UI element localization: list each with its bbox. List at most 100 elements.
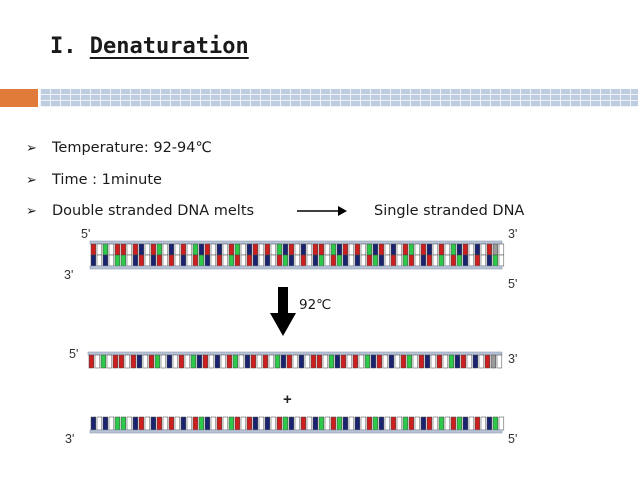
base-navy xyxy=(166,354,173,369)
base-red xyxy=(426,416,433,431)
ss2-right-end: 5' xyxy=(508,432,518,446)
ss1-bases xyxy=(88,354,503,369)
base-red xyxy=(262,354,269,369)
base-navy xyxy=(150,254,157,267)
base-navy xyxy=(474,243,481,256)
base-red xyxy=(276,254,283,267)
base-navy xyxy=(462,254,469,267)
melts-result-text: Single stranded DNA xyxy=(374,203,525,219)
base-red xyxy=(450,254,457,267)
bullet-temperature: ➢Temperature: 92-94℃ xyxy=(26,140,212,156)
base-green xyxy=(120,416,127,431)
base-red xyxy=(286,354,293,369)
base-white xyxy=(480,254,487,267)
base-navy xyxy=(420,254,427,267)
base-white xyxy=(174,254,181,267)
base-navy xyxy=(456,243,463,256)
base-navy xyxy=(334,354,341,369)
base-white xyxy=(240,254,247,267)
base-white xyxy=(348,416,355,431)
base-white xyxy=(396,243,403,256)
base-white xyxy=(108,416,115,431)
base-navy xyxy=(90,254,97,267)
base-red xyxy=(148,354,155,369)
base-white xyxy=(270,254,277,267)
base-red xyxy=(168,416,175,431)
base-green xyxy=(228,254,235,267)
base-green xyxy=(318,416,325,431)
arrowhead-bullet-icon: ➢ xyxy=(26,173,37,188)
base-navy xyxy=(312,254,319,267)
base-white xyxy=(258,416,265,431)
base-green xyxy=(192,243,199,256)
base-green xyxy=(190,354,197,369)
base-white xyxy=(294,416,301,431)
ds-bottom-bases xyxy=(90,254,505,267)
base-navy xyxy=(370,354,377,369)
base-red xyxy=(462,243,469,256)
base-green xyxy=(318,254,325,267)
base-red xyxy=(192,416,199,431)
base-green xyxy=(102,243,109,256)
ss2-bases xyxy=(90,416,505,431)
base-red xyxy=(390,416,397,431)
base-red xyxy=(130,354,137,369)
base-white xyxy=(210,243,217,256)
base-white xyxy=(444,416,451,431)
base-red xyxy=(90,243,97,256)
base-green xyxy=(330,243,337,256)
base-navy xyxy=(138,243,145,256)
base-green xyxy=(114,254,121,267)
base-red xyxy=(156,254,163,267)
base-white xyxy=(306,243,313,256)
base-green xyxy=(450,243,457,256)
base-navy xyxy=(354,416,361,431)
base-navy xyxy=(390,243,397,256)
base-white xyxy=(222,416,229,431)
base-white xyxy=(142,354,149,369)
base-white xyxy=(324,254,331,267)
base-red xyxy=(376,354,383,369)
ds-top-bases xyxy=(90,243,505,256)
base-navy xyxy=(90,416,97,431)
base-white xyxy=(414,416,421,431)
base-white xyxy=(384,254,391,267)
base-navy xyxy=(288,254,295,267)
base-red xyxy=(178,354,185,369)
base-navy xyxy=(102,416,109,431)
base-red xyxy=(138,416,145,431)
base-white xyxy=(256,354,263,369)
base-navy xyxy=(214,354,221,369)
base-navy xyxy=(252,416,259,431)
base-navy xyxy=(486,254,493,267)
base-navy xyxy=(288,416,295,431)
base-red xyxy=(312,243,319,256)
base-white xyxy=(106,354,113,369)
base-navy xyxy=(198,243,205,256)
base-navy xyxy=(378,416,385,431)
base-white xyxy=(382,354,389,369)
base-red xyxy=(316,354,323,369)
base-green xyxy=(328,354,335,369)
base-white xyxy=(442,354,449,369)
base-green xyxy=(156,243,163,256)
base-red xyxy=(234,416,241,431)
base-gray xyxy=(490,354,497,369)
base-white xyxy=(348,243,355,256)
base-navy xyxy=(388,354,395,369)
base-red xyxy=(228,243,235,256)
base-red xyxy=(474,254,481,267)
base-navy xyxy=(180,254,187,267)
base-white xyxy=(414,243,421,256)
base-navy xyxy=(102,254,109,267)
base-green xyxy=(366,243,373,256)
arrowhead-bullet-icon: ➢ xyxy=(26,204,37,219)
base-white xyxy=(432,254,439,267)
base-red xyxy=(426,254,433,267)
base-white xyxy=(360,416,367,431)
base-white xyxy=(304,354,311,369)
base-green xyxy=(492,254,499,267)
base-navy xyxy=(300,243,307,256)
base-navy xyxy=(424,354,431,369)
